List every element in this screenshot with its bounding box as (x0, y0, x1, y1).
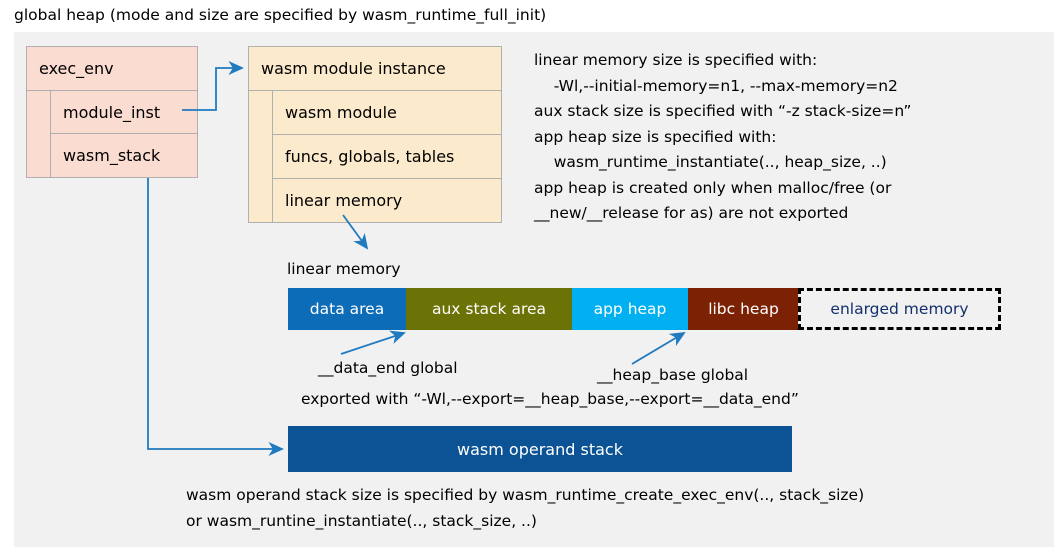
segment-enlarged-memory: enlarged memory (798, 288, 1001, 330)
wasm-module-instance-body: wasm module funcs, globals, tables linea… (249, 91, 501, 222)
segment-libc-heap: libc heap (688, 288, 799, 330)
page-title: global heap (mode and size are specified… (14, 6, 547, 24)
exec-env-field-module-inst: module_inst (51, 91, 197, 134)
linear-memory-caption: linear memory (287, 260, 401, 278)
exec-env-body: module_inst wasm_stack (27, 91, 197, 177)
wasm-module-instance-fields: wasm module funcs, globals, tables linea… (273, 91, 501, 222)
exported-annotation: exported with “-Wl,--export=__heap_base,… (301, 390, 799, 408)
field-wasm-module: wasm module (273, 91, 501, 135)
wasm-module-instance-gutter (249, 91, 273, 222)
linear-memory-notes: linear memory size is specified with: -W… (534, 51, 912, 222)
exec-env-header: exec_env (27, 47, 197, 91)
exec-env-fields: module_inst wasm_stack (51, 91, 197, 177)
segment-app-heap: app heap (572, 288, 688, 330)
wasm-module-instance-header: wasm module instance (249, 47, 501, 91)
field-funcs-globals-tables: funcs, globals, tables (273, 135, 501, 179)
wasm-operand-stack-bar: wasm operand stack (288, 426, 792, 472)
segment-aux-stack-area: aux stack area (406, 288, 572, 330)
operand-stack-notes: wasm operand stack size is specified by … (186, 486, 865, 530)
field-linear-memory: linear memory (285, 191, 403, 210)
exec-env-field-wasm-stack: wasm_stack (63, 146, 161, 165)
heap-base-annotation: __heap_base global (597, 366, 749, 384)
linear-memory-bar: data area aux stack area app heap libc h… (288, 288, 1001, 330)
data-end-annotation: __data_end global (318, 359, 458, 377)
exec-env-box: exec_env module_inst wasm_stack (26, 46, 198, 178)
segment-data-area: data area (288, 288, 406, 330)
wasm-module-instance-box: wasm module instance wasm module funcs, … (248, 46, 502, 223)
exec-env-gutter (27, 91, 51, 177)
